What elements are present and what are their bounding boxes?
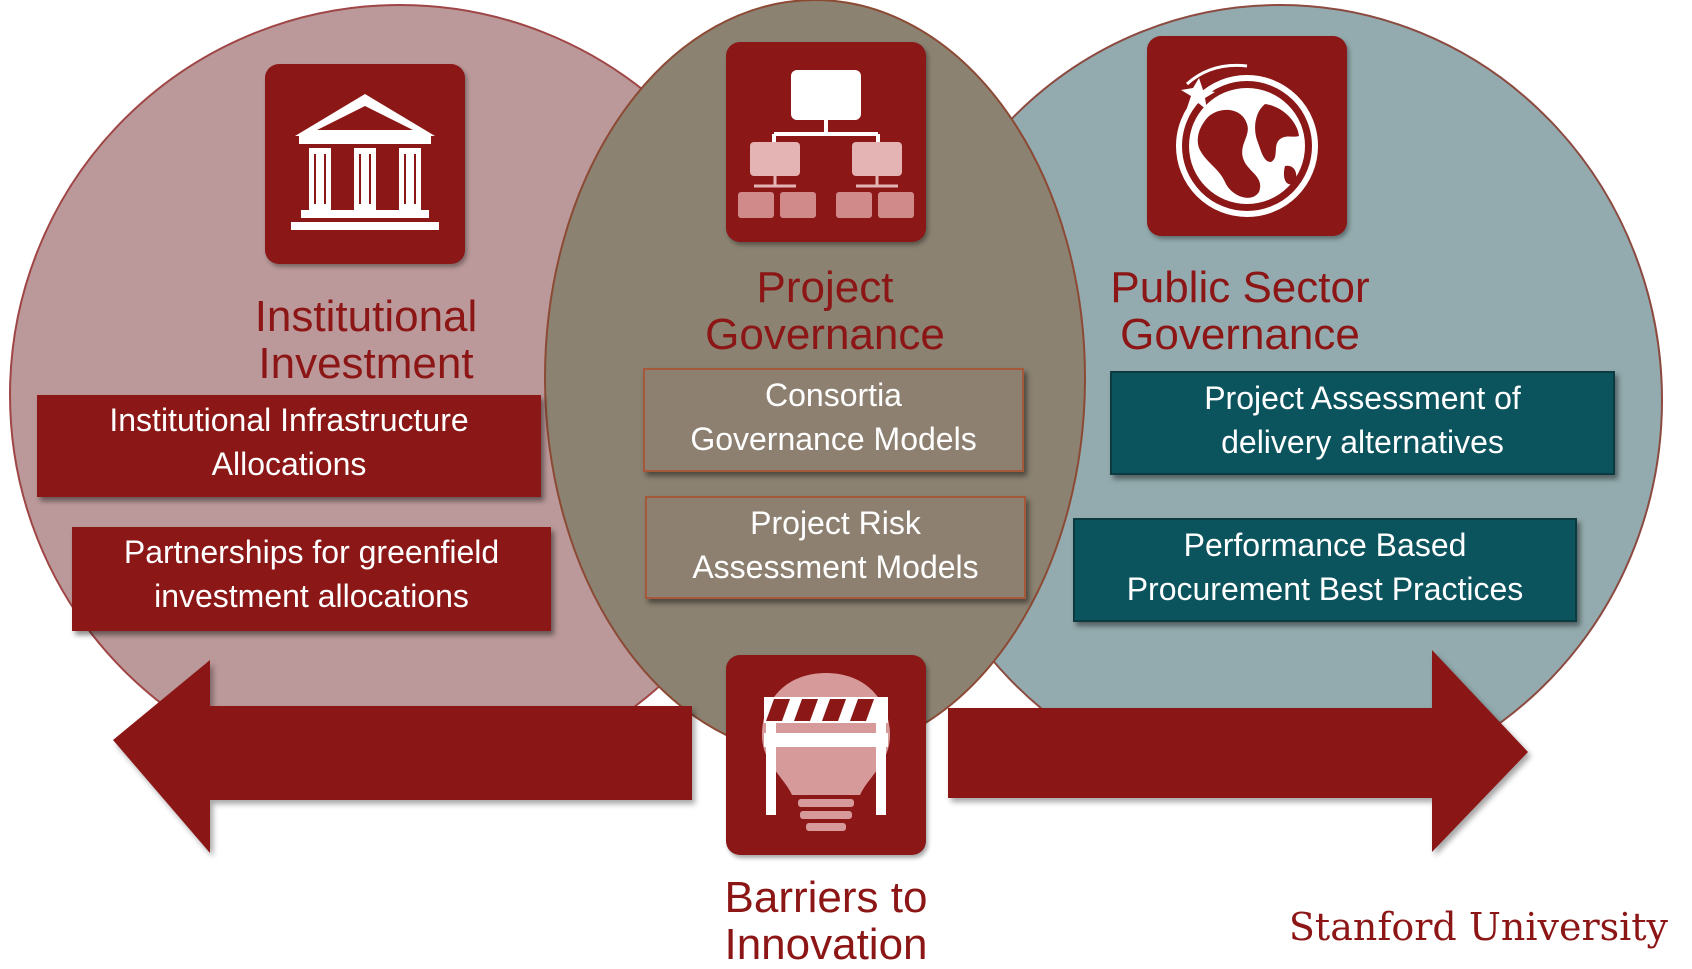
box-line: Consortia	[765, 377, 902, 413]
project-governance-icon-tile	[726, 42, 926, 242]
barrier-lightbulb-icon	[762, 673, 890, 831]
public-sector-governance-heading: Public Sector Governance	[1080, 264, 1400, 358]
box-line: Assessment Models	[692, 549, 979, 585]
project-heading-line-1: Project	[756, 263, 894, 312]
box-line: Partnerships for greenfield	[123, 534, 500, 570]
box-line: Governance Models	[690, 421, 977, 457]
box-line: Project Risk	[750, 505, 921, 541]
institutional-heading-line-2: Investment	[258, 339, 474, 388]
project-heading-line-2: Governance	[705, 310, 945, 359]
bank-building-icon	[291, 94, 439, 230]
org-chart-icon	[738, 70, 914, 218]
box-line: delivery alternatives	[1221, 424, 1504, 460]
public-sector-icon-tile	[1147, 36, 1347, 236]
institutional-infrastructure-box: Institutional Infrastructure Allocations	[37, 395, 541, 497]
partnerships-box: Partnerships for greenfield investment a…	[72, 527, 551, 631]
box-line: Procurement Best Practices	[1126, 571, 1524, 607]
box-line: investment allocations	[154, 578, 469, 614]
right-arrow	[948, 650, 1528, 852]
consortia-governance-box: Consortia Governance Models	[643, 368, 1024, 472]
stanford-university-logo: Stanford University	[1288, 905, 1668, 949]
box-line: Project Assessment of	[1204, 380, 1521, 416]
box-line: Allocations	[211, 446, 367, 482]
project-assessment-box: Project Assessment of delivery alternati…	[1110, 371, 1615, 475]
institutional-investment-heading: Institutional Investment	[196, 293, 536, 387]
institutional-heading-line-1: Institutional	[254, 292, 478, 341]
institutional-icon-tile	[265, 64, 465, 264]
box-line: Performance Based	[1183, 527, 1467, 563]
project-risk-assessment-box: Project Risk Assessment Models	[645, 496, 1026, 599]
barriers-to-innovation-heading: Barriers to Innovation	[656, 874, 996, 968]
barriers-heading-line-2: Innovation	[724, 920, 928, 969]
box-line: Institutional Infrastructure	[109, 402, 469, 438]
public-heading-line-2: Governance	[1120, 310, 1360, 359]
barriers-icon-tile	[726, 655, 926, 855]
barriers-heading-line-1: Barriers to	[724, 873, 928, 922]
globe-icon	[1176, 63, 1318, 217]
performance-procurement-box: Performance Based Procurement Best Pract…	[1073, 518, 1577, 622]
project-governance-heading: Project Governance	[655, 264, 995, 358]
public-heading-line-1: Public Sector	[1110, 263, 1370, 312]
left-arrow	[113, 660, 692, 853]
